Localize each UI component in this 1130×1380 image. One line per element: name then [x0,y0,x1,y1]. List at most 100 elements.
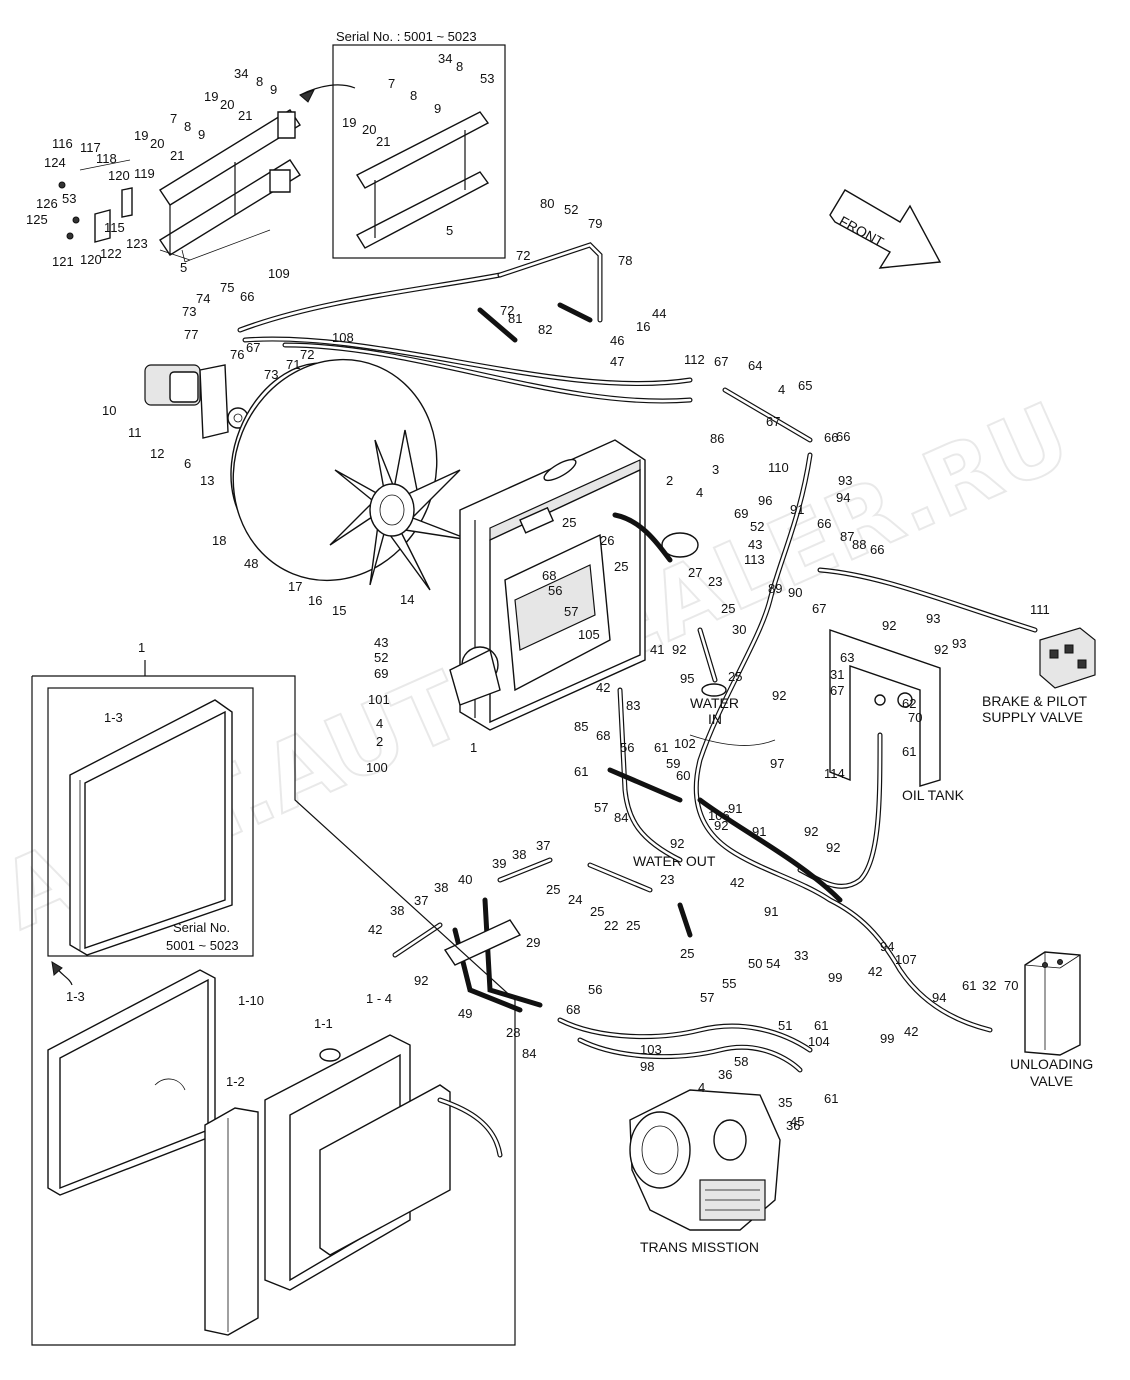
part-callout: 58 [734,1054,748,1069]
part-callout: 32 [982,978,996,993]
part-callout: 72 [500,303,514,318]
part-callout: 66 [817,516,831,531]
part-callout: 9 [270,82,277,97]
part-callout: 16 [308,593,322,608]
part-callout: 1 - 4 [366,991,392,1006]
part-callout: 18 [212,533,226,548]
part-callout: 37 [536,838,550,853]
part-callout: 62 [902,696,916,711]
part-callout: 105 [578,627,600,642]
water-hose-30 [697,627,727,697]
part-callout: 24 [568,892,582,907]
part-callout: 99 [880,1031,894,1046]
part-callout: 119 [134,166,155,181]
part-callout: 88 [852,537,866,552]
part-callout: 108 [332,330,354,345]
part-callout: 38 [434,880,448,895]
part-callout: 99 [828,970,842,985]
part-callout: 7 [170,111,177,126]
part-callout: 20 [220,97,234,112]
part-callout: 48 [244,556,258,571]
part-callout: 8 [410,88,417,103]
part-callout: 107 [895,952,917,967]
part-callout: 34 [438,51,452,66]
part-callout: 123 [126,236,148,251]
part-callout: 4 [698,1080,705,1095]
part-callout: 22 [604,918,618,933]
part-callout: 67 [766,414,780,429]
part-callout: 4 [696,485,703,500]
part-callout: 57 [700,990,714,1005]
part-callout: 104 [808,1034,830,1049]
part-callout: 21 [170,148,184,163]
inset-box: Serial No. 5001 ~ 5023 [31,660,516,1346]
part-callout: 64 [748,358,762,373]
part-callout: 86 [710,431,724,446]
part-callout: 61 [814,1018,828,1033]
part-callout: 67 [246,340,260,355]
part-callout: 91 [790,502,804,517]
unloading-valve: UNLOADING VALVE [1010,951,1093,1089]
part-callout: 66 [240,289,254,304]
water-in-label-2: IN [708,711,722,727]
water-labels: WATER IN WATER OUT [633,695,739,869]
part-callout: 106 [708,808,730,823]
part-callout: 34 [234,66,248,81]
part-callout: 100 [366,760,388,775]
part-callout: 109 [268,266,290,281]
part-callout: 42 [868,964,882,979]
part-callout: 92 [670,836,684,851]
part-callout: 92 [826,840,840,855]
part-callout: 28 [506,1025,520,1040]
part-callout: 94 [880,939,894,954]
serial-inset-range: 5001 ~ 5023 [166,938,239,953]
part-callout: 94 [836,490,850,505]
part-callout: 56 [620,740,634,755]
part-callout: 69 [734,506,748,521]
part-callout: 122 [100,246,122,261]
part-callout: 35 [778,1095,792,1110]
part-callout: 114 [824,766,845,781]
part-callout: 92 [804,824,818,839]
part-callout: 52 [750,519,764,534]
part-callout: 92 [714,818,728,833]
serial-inset-label: Serial No. [173,920,230,935]
part-callout: 30 [732,622,746,637]
part-callout: 7 [388,76,395,91]
part-callout: 75 [220,280,234,295]
part-callout: 20 [362,122,376,137]
part-callout: 25 [562,515,576,530]
part-callout: 61 [574,764,588,779]
part-callout: 27 [688,565,702,580]
oil-tank-label: OIL TANK [902,787,965,803]
part-callout: 68 [596,728,610,743]
part-callout: 21 [376,134,390,149]
part-callout: 113 [744,552,765,567]
part-callout: 112 [684,352,705,367]
part-callout: 84 [614,810,628,825]
part-callout: 11 [128,425,142,440]
part-callout: 43 [748,537,762,552]
part-callout: 93 [926,611,940,626]
part-callout: 1-3 [66,989,85,1004]
part-callout: 36 [786,1118,800,1133]
part-callout: 46 [610,333,624,348]
part-callout: 66 [824,430,838,445]
trans-label: TRANS MISSTION [640,1239,759,1255]
part-callout: 67 [830,683,844,698]
fan-pump [144,364,249,439]
part-callout: 70 [908,710,922,725]
part-callout: 21 [238,108,252,123]
part-callout: 97 [770,756,784,771]
part-callout: 3 [712,462,719,477]
unloading-label-1: UNLOADING [1010,1056,1093,1072]
part-callout: 19 [134,128,148,143]
part-callout: 17 [288,579,302,594]
part-callout: 67 [812,601,826,616]
part-callout: 61 [902,744,916,759]
part-callout: 94 [932,990,946,1005]
part-callout: 31 [830,667,844,682]
part-callout: 55 [722,976,736,991]
part-callout: 76 [230,347,244,362]
